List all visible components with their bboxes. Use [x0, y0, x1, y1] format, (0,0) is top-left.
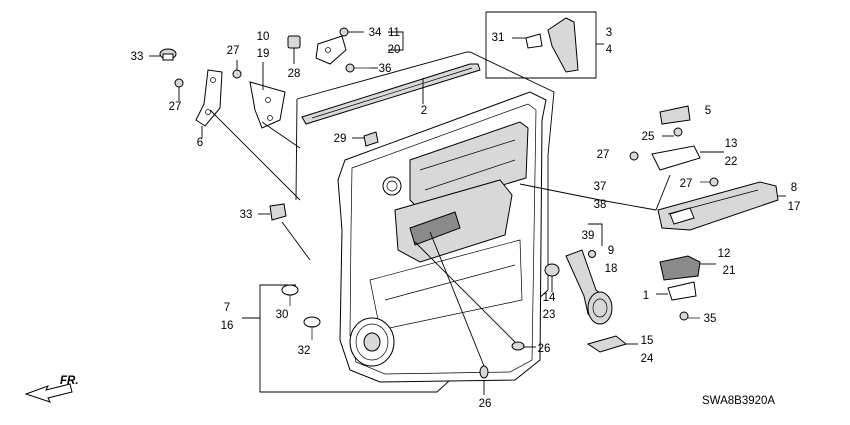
- armrest-8-17: [657, 181, 786, 231]
- bracket-11-20: [315, 27, 404, 65]
- callout-c34: 34: [369, 27, 382, 39]
- callout-c37: 37: [594, 181, 607, 193]
- callout-c32: 32: [298, 345, 311, 357]
- screw-26-right: [511, 341, 536, 351]
- callout-c23: 23: [543, 309, 556, 321]
- pull-handle-9-18: [565, 223, 613, 325]
- bracket-10-19: [249, 62, 286, 129]
- front-arrow-icon: [24, 383, 73, 403]
- callout-c19: 19: [257, 48, 270, 60]
- callout-c28: 28: [288, 68, 301, 80]
- callout-c22: 22: [725, 156, 738, 168]
- callout-c26: 26: [538, 343, 551, 355]
- callout-c17: 17: [788, 201, 801, 213]
- door-weatherstrip-2: [301, 63, 481, 125]
- screw-36: [345, 63, 378, 73]
- callout-c21: 21: [723, 265, 736, 277]
- callout-c10: 10: [257, 31, 270, 43]
- cap-5: [659, 105, 691, 125]
- callout-c8: 8: [791, 182, 797, 194]
- clip-33-top: [149, 48, 177, 61]
- callout-c18: 18: [605, 263, 618, 275]
- callout-c9: 9: [608, 245, 614, 257]
- switch-12-21: [659, 255, 716, 281]
- callout-c25: 25: [642, 131, 655, 143]
- diagram-code: SWA8B3920A: [702, 395, 775, 407]
- screw-27-right-b: [700, 177, 719, 187]
- callout-c33b: 33: [240, 209, 253, 221]
- screw-35: [679, 311, 700, 321]
- callout-c27d: 27: [680, 178, 693, 190]
- callout-c5: 5: [705, 105, 711, 117]
- screw-25: [662, 127, 683, 137]
- callout-c20: 20: [388, 44, 401, 56]
- clip-30: [281, 284, 299, 306]
- callout-c33: 33: [131, 51, 144, 63]
- clip-33-lower: [258, 203, 311, 261]
- callout-c2: 2: [421, 105, 427, 117]
- callout-c39: 39: [582, 230, 595, 242]
- callout-c13: 13: [725, 138, 738, 150]
- callout-c24: 24: [641, 353, 654, 365]
- callout-c1: 1: [643, 290, 649, 302]
- callout-c11: 11: [388, 27, 400, 39]
- callout-c30: 30: [276, 309, 289, 321]
- callout-c16: 16: [221, 320, 234, 332]
- direction-label: FR.: [60, 375, 79, 387]
- screw-27-upper: [232, 60, 242, 79]
- screw-39: [588, 250, 596, 258]
- callout-c27: 27: [227, 45, 240, 57]
- clip-29: [352, 131, 379, 147]
- clip-31: [512, 33, 543, 49]
- garnish-3-4: [485, 11, 604, 79]
- clip-32: [303, 316, 321, 340]
- callout-c26b: 26: [479, 398, 492, 410]
- callout-c36: 36: [379, 63, 392, 75]
- clip-14-23: [544, 263, 560, 292]
- callout-c35: 35: [704, 313, 717, 325]
- callout-c15: 15: [641, 335, 654, 347]
- callout-c4: 4: [606, 44, 613, 56]
- callout-c12: 12: [718, 248, 731, 260]
- cover-15-24: [586, 335, 638, 353]
- callout-c29: 29: [334, 133, 347, 145]
- callout-c7: 7: [224, 302, 230, 314]
- callout-c27c: 27: [597, 149, 610, 161]
- callout-c31: 31: [492, 32, 505, 44]
- screw-27-right-a: [629, 151, 639, 161]
- callout-c6: 6: [197, 137, 203, 149]
- callout-c14: 14: [543, 292, 556, 304]
- bracket-1: [656, 281, 697, 301]
- callout-c3: 3: [606, 27, 612, 39]
- clip-28: [287, 35, 301, 64]
- bracket-13-22: [651, 145, 724, 171]
- door-panel-trim: [337, 91, 547, 383]
- callout-c38: 38: [594, 199, 607, 211]
- callout-c27b: 27: [169, 101, 182, 113]
- screw-27-left: [174, 78, 184, 101]
- bracket-6: [195, 69, 223, 138]
